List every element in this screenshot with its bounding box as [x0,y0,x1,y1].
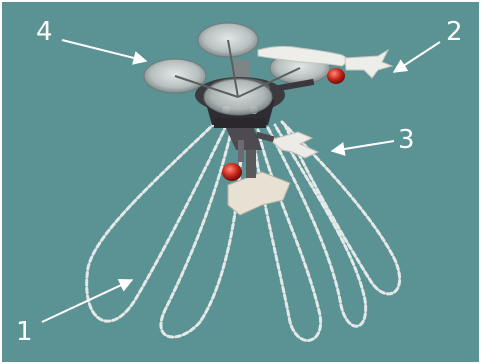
red-ball-lower [222,163,242,181]
red-ball-right [327,68,345,84]
callout-label-4: 4 [36,17,53,47]
callout-label-2: 2 [446,17,463,47]
callout-label-3: 3 [398,125,415,155]
callout-label-1: 1 [16,317,33,347]
